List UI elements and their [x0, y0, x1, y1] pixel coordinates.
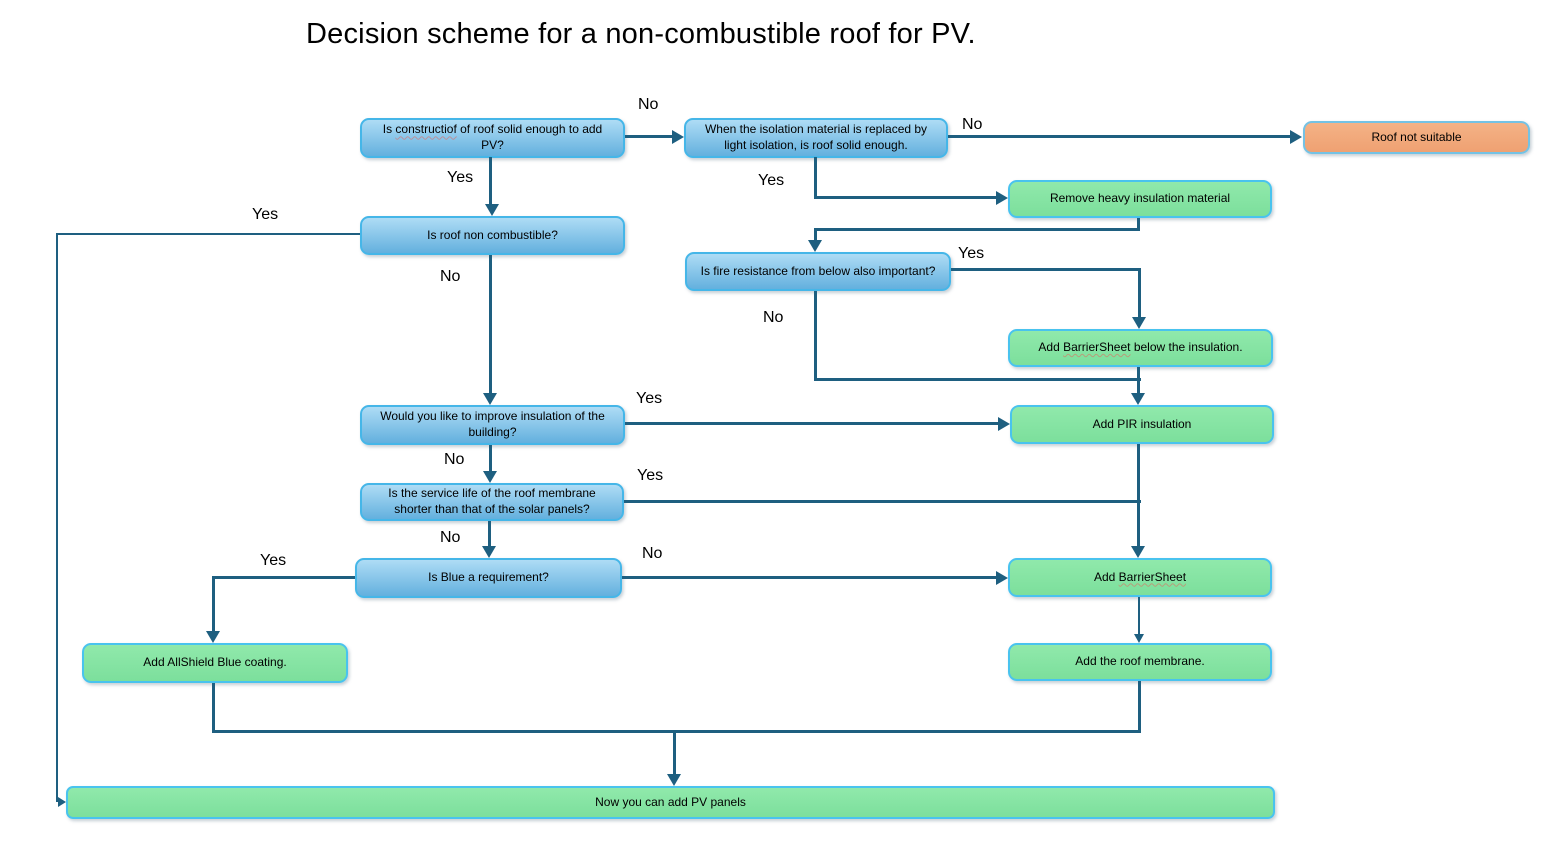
connector-non-combustible-no-down [489, 255, 492, 393]
connector-service-no-down [488, 521, 491, 546]
connector-fire-yes-right [951, 268, 1141, 271]
edge-label-no-service: No [440, 529, 461, 546]
connector-blue-no-right [622, 576, 996, 579]
edge-label-yes-service: Yes [637, 467, 664, 484]
connector-blue-yes-down [212, 576, 215, 631]
node-action-roof-membrane: Add the roof membrane. [1008, 643, 1272, 681]
node-question-isolation-replaced: When the isolation material is replaced … [684, 118, 948, 158]
node-text: Add BarrierSheet below the insulation. [1038, 340, 1243, 355]
connector-pir-down [1137, 444, 1140, 546]
connector-non-combustible-yes-left [56, 233, 360, 235]
arrowhead-icon [998, 417, 1010, 431]
arrowhead-icon [206, 631, 220, 643]
connector-solid-yes-down [489, 157, 492, 205]
arrowhead-icon [483, 471, 497, 483]
connector-barriersheet-below-down [1137, 367, 1140, 393]
arrowhead-icon [485, 204, 499, 216]
edge-label-no-improve: No [444, 451, 465, 468]
arrowhead-icon [808, 240, 822, 252]
connector-barriersheet-down [1138, 597, 1140, 634]
connector-merge-horizontal [212, 730, 1141, 733]
node-action-allshield-coating: Add AllShield Blue coating. [82, 643, 348, 683]
edge-label-yes-solid: Yes [447, 169, 474, 186]
edge-label-yes-blue: Yes [260, 552, 287, 569]
node-action-barriersheet: Add BarrierSheet [1008, 558, 1272, 597]
connector-fire-no-right [814, 378, 1141, 381]
node-action-pir-insulation: Add PIR insulation [1010, 405, 1274, 444]
edge-label-no-fire: No [763, 309, 784, 326]
node-action-remove-insulation: Remove heavy insulation material [1008, 180, 1272, 218]
connector-membrane-down [1138, 681, 1141, 733]
connector-isolation-yes-right [814, 196, 996, 199]
arrowhead-icon [1131, 393, 1145, 405]
node-text: When the isolation material is replaced … [704, 122, 928, 152]
arrowhead-icon [1134, 634, 1144, 643]
node-question-improve-insulation: Would you like to improve insulation of … [360, 405, 625, 445]
node-action-add-pv-panels: Now you can add PV panels [66, 786, 1275, 819]
arrowhead-icon [1131, 546, 1145, 558]
edge-label-yes-isolation: Yes [758, 172, 785, 189]
arrowhead-icon [996, 191, 1008, 205]
edge-label-no-non-combustible: No [440, 268, 461, 285]
connector-blue-yes-left [213, 576, 355, 579]
connector-fire-yes-down [1138, 268, 1141, 317]
edge-label-no-solid: No [638, 96, 659, 113]
node-text: Is constructiof of roof solid enough to … [382, 122, 603, 152]
connector-improve-yes-right [625, 422, 998, 425]
edge-label-yes-improve: Yes [636, 390, 663, 407]
arrowhead-icon [58, 797, 66, 807]
node-question-roof-solid: Is constructiof of roof solid enough to … [360, 118, 625, 158]
node-question-blue-requirement: Is Blue a requirement? [355, 558, 622, 598]
node-question-service-life: Is the service life of the roof membrane… [360, 483, 624, 521]
node-text: Is Blue a requirement? [428, 570, 549, 585]
node-text: Add the roof membrane. [1075, 654, 1205, 669]
node-text: Is the service life of the roof membrane… [388, 486, 596, 516]
diagram-title: Decision scheme for a non-combustible ro… [306, 18, 976, 50]
node-action-barriersheet-below: Add BarrierSheet below the insulation. [1008, 329, 1273, 367]
node-text: Add AllShield Blue coating. [143, 655, 287, 670]
edge-label-no-blue: No [642, 545, 663, 562]
node-text: Now you can add PV panels [595, 794, 746, 809]
arrowhead-icon [996, 571, 1008, 585]
arrowhead-icon [672, 130, 684, 144]
arrowhead-icon [1132, 317, 1146, 329]
node-question-fire-resistance: Is fire resistance from below also impor… [685, 252, 951, 291]
arrowhead-icon [483, 393, 497, 405]
node-text: Add BarrierSheet [1093, 569, 1187, 584]
arrowhead-icon [1290, 130, 1302, 144]
edge-label-yes-non-combustible: Yes [252, 206, 279, 223]
connector-remove-left [814, 228, 1140, 231]
connector-non-combustible-yes-down [56, 233, 58, 802]
connector-service-yes-right [624, 500, 1141, 503]
connector-allshield-down [212, 683, 215, 733]
node-text: Is roof non combustible? [427, 227, 558, 242]
node-text: Is fire resistance from below also impor… [700, 263, 936, 278]
node-text: Remove heavy insulation material [1049, 191, 1231, 206]
node-text: Would you like to improve insulation of … [380, 409, 605, 439]
node-question-non-combustible: Is roof non combustible? [360, 216, 625, 255]
arrowhead-icon [667, 774, 681, 786]
connector-improve-no-down [489, 445, 492, 471]
connector-isolation-yes-down [814, 157, 817, 199]
connector-solid-to-isolation [625, 135, 672, 138]
edge-label-yes-fire: Yes [958, 245, 985, 262]
connector-isolation-no-to-not-suitable [948, 135, 1291, 138]
arrowhead-icon [482, 546, 496, 558]
connector-remove-down [1137, 218, 1140, 231]
edge-label-no-isolation: No [962, 116, 983, 133]
connector-merge-to-pv [673, 730, 676, 774]
node-text: Roof not suitable [1371, 129, 1462, 144]
connector-remove-to-fire [814, 228, 817, 240]
node-text: Add PIR insulation [1092, 416, 1192, 431]
connector-fire-no-down [814, 291, 817, 381]
node-terminal-roof-not-suitable: Roof not suitable [1303, 121, 1530, 154]
